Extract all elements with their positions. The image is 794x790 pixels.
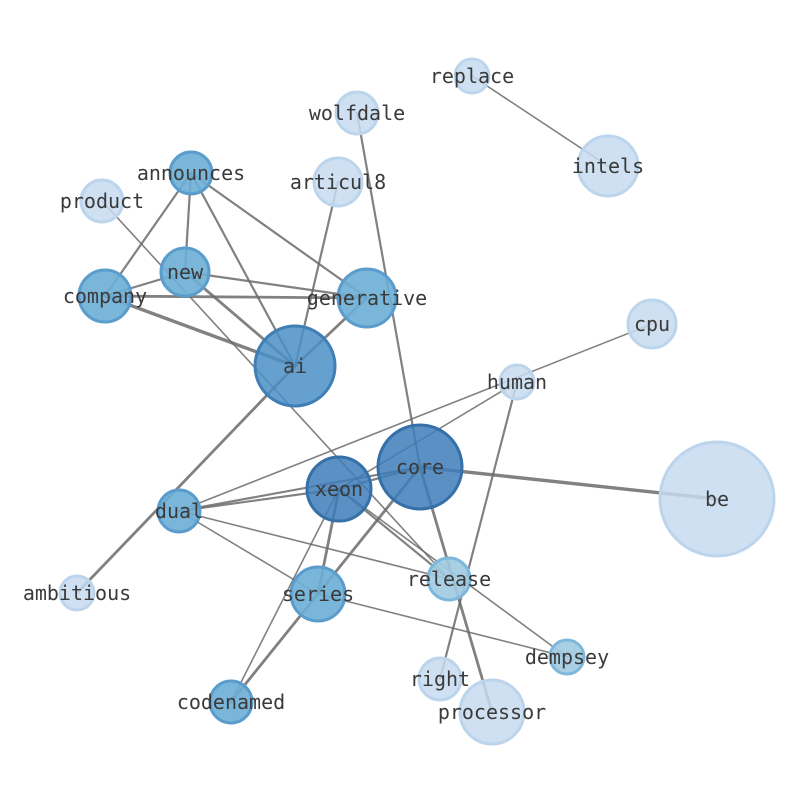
edge-announces-generative xyxy=(189,171,369,300)
node-core[interactable] xyxy=(376,423,464,511)
node-be[interactable] xyxy=(658,440,776,558)
node-label-ambitious: ambitious xyxy=(23,581,131,605)
edge-series-dempsey xyxy=(317,593,568,658)
node-human[interactable] xyxy=(498,363,536,401)
node-xeon[interactable] xyxy=(305,455,373,523)
nodes-layer xyxy=(58,57,776,746)
labels-layer: replace wolfdale intels announces articul8 pr… xyxy=(23,64,729,724)
node-label-dempsey: dempsey xyxy=(525,645,609,669)
node-label-processor: processor xyxy=(438,700,546,724)
node-label-wolfdale: wolfdale xyxy=(309,101,405,125)
node-label-announces: announces xyxy=(137,161,245,185)
node-label-codenamed: codenamed xyxy=(177,690,285,714)
edge-new-generative xyxy=(183,270,369,300)
node-codenamed[interactable] xyxy=(208,679,254,725)
node-articul8[interactable] xyxy=(312,156,364,208)
edge-ai-ambitious xyxy=(75,364,297,595)
node-label-generative: generative xyxy=(307,286,427,310)
node-label-new: new xyxy=(167,260,204,284)
node-label-cpu: cpu xyxy=(634,312,670,336)
node-label-intels: intels xyxy=(572,154,644,178)
node-announces[interactable] xyxy=(168,150,214,196)
node-label-series: series xyxy=(282,582,354,606)
node-label-be: be xyxy=(705,487,729,511)
node-processor[interactable] xyxy=(458,678,526,746)
edge-dual-release xyxy=(178,510,450,580)
node-label-articul8: articul8 xyxy=(290,170,386,194)
node-cpu[interactable] xyxy=(626,298,678,350)
node-company[interactable] xyxy=(77,268,133,324)
edge-cpu-dual xyxy=(178,323,653,512)
node-intels[interactable] xyxy=(576,134,640,198)
node-dempsey[interactable] xyxy=(548,638,586,676)
node-label-xeon: xeon xyxy=(315,477,363,501)
node-label-release: release xyxy=(407,567,491,591)
node-series[interactable] xyxy=(289,565,347,623)
node-label-dual: dual xyxy=(155,499,203,523)
node-generative[interactable] xyxy=(336,267,398,329)
node-wolfdale[interactable] xyxy=(334,90,380,136)
edge-human-right xyxy=(438,380,519,681)
node-label-core: core xyxy=(396,455,444,479)
node-label-ai: ai xyxy=(283,354,307,378)
edge-xeon-codenamed xyxy=(230,488,340,703)
node-dual[interactable] xyxy=(156,488,202,534)
node-label-human: human xyxy=(487,370,547,394)
node-new[interactable] xyxy=(159,246,211,298)
node-label-replace: replace xyxy=(430,64,514,88)
node-release[interactable] xyxy=(426,556,472,602)
edge-company-generative xyxy=(103,294,369,300)
node-label-product: product xyxy=(60,189,144,213)
node-ambitious[interactable] xyxy=(58,574,96,612)
node-ai[interactable] xyxy=(253,324,337,408)
node-replace[interactable] xyxy=(453,57,491,95)
node-label-company: company xyxy=(63,284,147,308)
node-product[interactable] xyxy=(79,178,125,224)
node-right[interactable] xyxy=(417,656,463,702)
node-label-right: right xyxy=(410,667,470,691)
